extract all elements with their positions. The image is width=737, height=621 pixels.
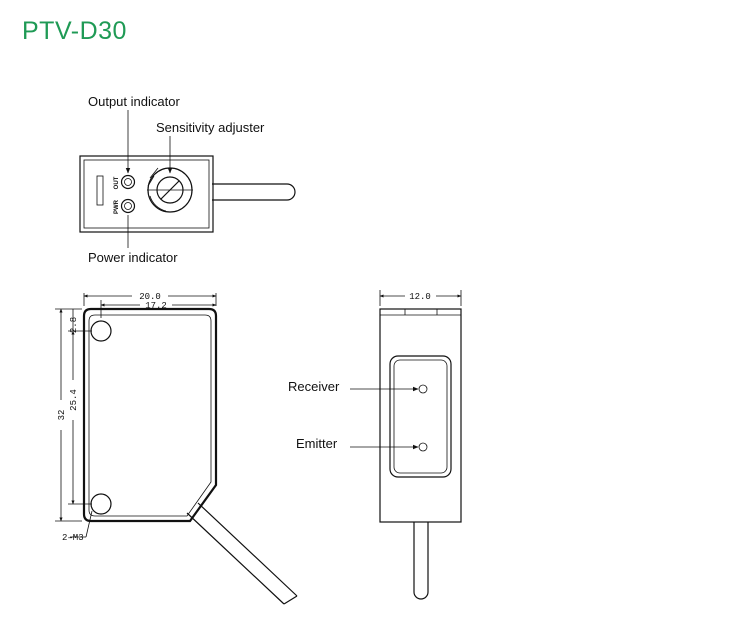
power-indicator-label: Power indicator [88, 250, 178, 265]
output-indicator-lamp [120, 174, 136, 190]
receiver-label: Receiver [288, 379, 340, 394]
out-mark: OUT [114, 176, 120, 189]
lens-window [389, 355, 452, 478]
dim-width-12: 12.0 [409, 292, 431, 302]
side-view-housing [82, 307, 218, 523]
dim-height-32: 32 [57, 410, 67, 421]
sensitivity-adjuster-dial [147, 167, 193, 213]
top-view-cable [212, 183, 296, 201]
emitter-label: Emitter [296, 436, 338, 451]
dim-height-25: 25.4 [69, 389, 79, 411]
front-view-housing [379, 308, 462, 523]
sensitivity-adjuster-label: Sensitivity adjuster [156, 120, 265, 135]
pwr-mark: PWR [114, 199, 120, 214]
side-view: 20.0 17.2 32 25.4 2.8 2–M3 [55, 292, 298, 605]
power-indicator-lamp [120, 198, 136, 214]
side-view-cable [186, 502, 298, 605]
emitter-lens [418, 442, 428, 452]
dim-width-17: 17.2 [145, 301, 167, 311]
dim-offset-2-8: 2.8 [69, 317, 79, 333]
mounting-hole-bottom [90, 493, 112, 515]
front-view-cable [413, 522, 429, 600]
hole-note: 2–M3 [62, 533, 84, 543]
front-view: Receiver Emitter 12.0 [288, 290, 462, 600]
mounting-hole-top [90, 320, 112, 342]
receiver-lens [418, 384, 428, 394]
output-indicator-label: Output indicator [88, 94, 180, 109]
top-view: OUT PWR Output indicator Sensitivity adj… [79, 94, 296, 265]
dim-width-20: 20.0 [139, 292, 161, 302]
top-view-housing [79, 155, 214, 233]
page-title: PTV-D30 [22, 17, 127, 45]
top-view-slot [96, 175, 104, 206]
